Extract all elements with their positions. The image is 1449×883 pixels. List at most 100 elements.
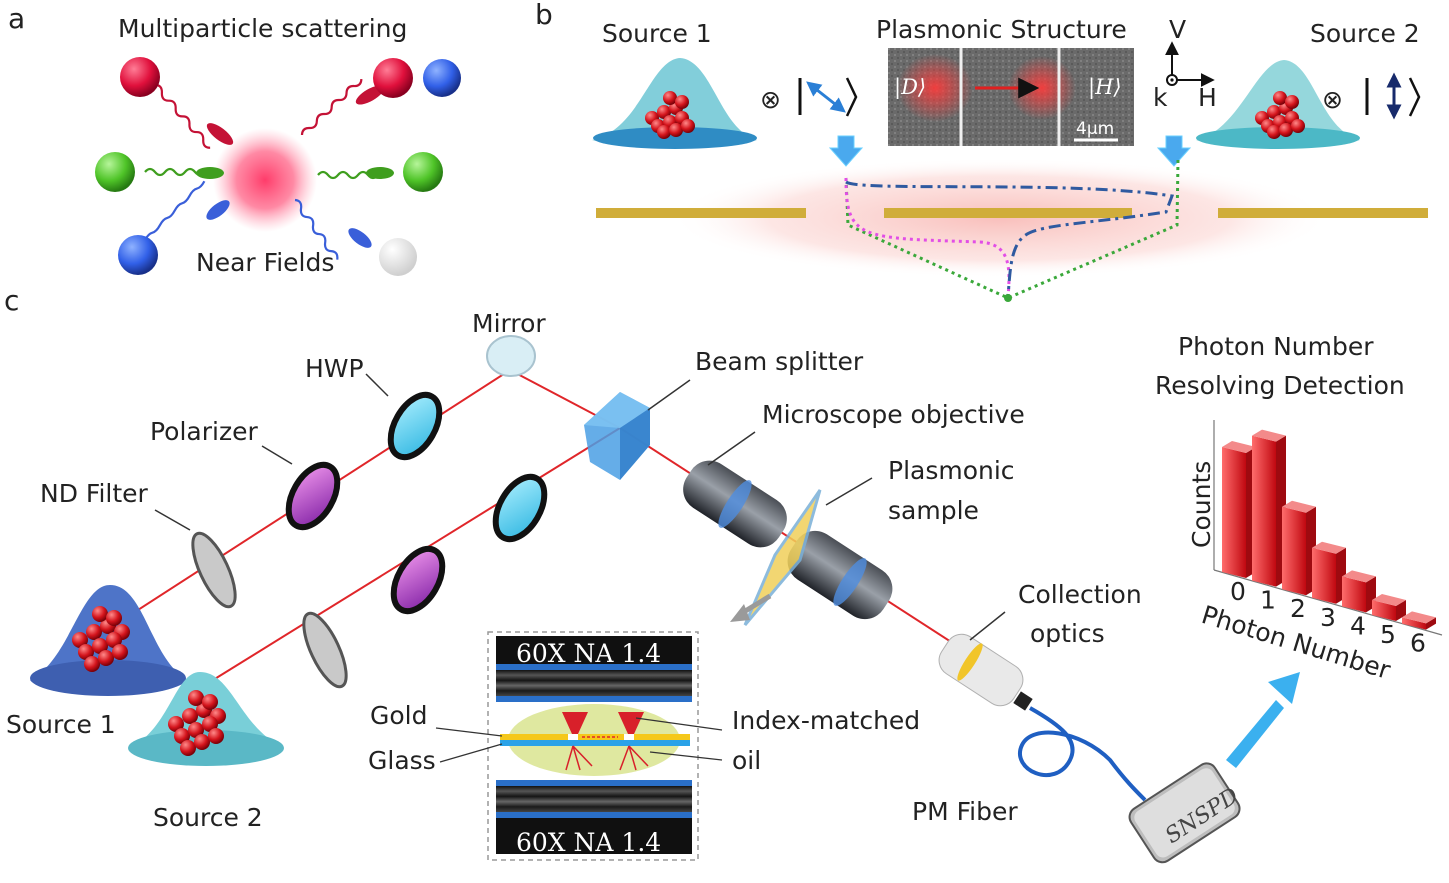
microscope-objective-1 (683, 460, 787, 548)
plasmonic-sample-label-1: Plasmonic (888, 456, 1015, 485)
red-particle-in (120, 57, 160, 97)
chart-tick-label: 5 (1380, 620, 1396, 649)
green-arrowhead-in (196, 167, 224, 179)
nd-filter-label: ND Filter (40, 479, 149, 508)
chart-tick-label: 0 (1230, 577, 1246, 606)
inset-objective-stack (487, 631, 699, 861)
blue-particle-in (118, 235, 158, 275)
polarizer-label: Polarizer (150, 417, 258, 446)
objective-leader (707, 431, 756, 466)
oil-leader-2 (649, 751, 723, 761)
collection-label-1: Collection (1018, 580, 1142, 609)
near-field-glow (213, 128, 317, 232)
zoom-arrowhead (730, 604, 750, 622)
glass-label: Glass (368, 746, 436, 775)
axis-k-label: k (1153, 83, 1168, 112)
detection-arrow (1226, 672, 1300, 768)
nd-filter-1 (191, 531, 237, 609)
source2-label-c: Source 2 (153, 803, 263, 832)
chart-y-label: Counts (1187, 461, 1216, 548)
red-arrowhead-out (355, 85, 385, 105)
tensor-symbol-2: ⊗ (1322, 85, 1343, 114)
hwp-label: HWP (305, 354, 364, 383)
nd-filter-leader (154, 509, 191, 531)
mirror (486, 335, 536, 377)
path-detection-point (1004, 294, 1012, 302)
collection-leader (969, 611, 1006, 641)
axes-icon (1165, 41, 1215, 87)
chart-tick-label: 6 (1410, 629, 1426, 658)
plasmonic-sample (743, 489, 822, 626)
histogram-bar (1372, 594, 1406, 621)
beam-splitter-label: Beam splitter (695, 347, 864, 376)
red-particle-out (373, 58, 413, 98)
gold-strip-center (884, 208, 1132, 218)
chart-tick-label: 4 (1350, 611, 1366, 640)
gold-strip-left (596, 208, 806, 218)
panel-a: a Multiparticle scattering Near Fields (8, 2, 461, 277)
path-green (844, 159, 1180, 300)
index-matched-label-2: oil (732, 746, 761, 775)
near-fields-label: Near Fields (196, 248, 334, 277)
ket-h-label: |H⟩ (1088, 75, 1122, 100)
panel-c: c Source 1 (4, 284, 1443, 864)
microscope-objective-2 (787, 530, 893, 620)
index-matched-label-1: Index-matched (732, 706, 920, 735)
axis-v-label: V (1169, 15, 1186, 44)
pm-fiber-label: PM Fiber (912, 797, 1018, 826)
gold-strip-right (1218, 208, 1428, 218)
source1-wavepacket-c (30, 585, 188, 696)
blue-arrowhead-in (206, 200, 230, 220)
blue-arrowhead-out (348, 228, 372, 248)
polarizer-2 (390, 545, 446, 615)
source1-wavepacket-b (592, 58, 757, 149)
histogram-bar (1312, 541, 1346, 604)
beam-splitter-leader (647, 379, 691, 411)
sample-leader (825, 477, 873, 506)
histogram-bar (1222, 441, 1256, 578)
diagonal-polarization-icon (806, 81, 846, 113)
source1-label-c: Source 1 (6, 710, 116, 739)
chart-tick-label: 2 (1290, 594, 1306, 623)
inset-objective-top-label: 60X NA 1.4 (516, 639, 661, 668)
inset-objective-bottom-label: 60X NA 1.4 (516, 828, 661, 857)
injection-arrow-left (828, 135, 864, 167)
green-particle-out (403, 152, 443, 192)
zoom-arrow (740, 593, 772, 616)
pm-fiber (1018, 706, 1147, 802)
snspd-detector (1128, 762, 1241, 864)
gold-leader (435, 727, 503, 737)
polarizer-1 (285, 461, 341, 531)
histogram-bar (1402, 611, 1436, 630)
panel-a-letter: a (8, 2, 25, 35)
green-arrowhead-out (366, 167, 394, 179)
tensor-symbol-1: ⊗ (760, 85, 781, 114)
scale-bar-label: 4μm (1076, 119, 1114, 139)
detection-title-2: Resolving Detection (1155, 371, 1405, 400)
polarizer-leader (261, 445, 293, 465)
panel-b-letter: b (535, 0, 553, 31)
chart-tick-label: 1 (1260, 586, 1276, 615)
chart-tick-label: 3 (1320, 603, 1336, 632)
oil-leader-1 (635, 717, 723, 731)
glass-leader (439, 743, 503, 763)
source2-wavepacket-c (128, 672, 284, 766)
nd-filter-2 (302, 611, 348, 689)
mirror-label: Mirror (472, 309, 546, 338)
plasmonic-structure-title: Plasmonic Structure (876, 15, 1127, 44)
collection-optics (938, 633, 1033, 711)
histogram-bar (1342, 570, 1376, 613)
plasmonic-sample-label-2: sample (888, 496, 979, 525)
detection-title-1: Photon Number (1178, 332, 1374, 361)
source2-label-b: Source 2 (1310, 19, 1420, 48)
beam-splitter (584, 392, 650, 480)
path-magenta (844, 177, 1011, 299)
ket-d-label: |D⟩ (894, 75, 926, 100)
gold-label: Gold (370, 701, 427, 730)
hwp-leader (365, 373, 389, 397)
blue-particle-out-top (423, 59, 461, 97)
ket-angle-1 (845, 77, 858, 117)
histogram-bar (1252, 429, 1286, 587)
injection-arrow-right (1156, 135, 1192, 167)
